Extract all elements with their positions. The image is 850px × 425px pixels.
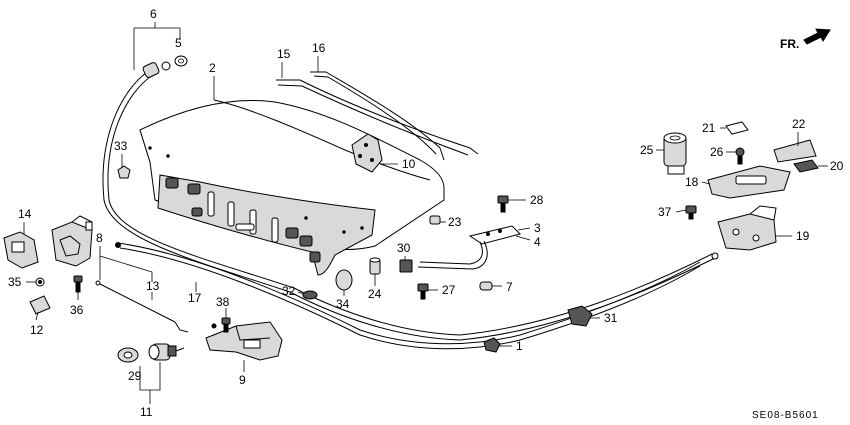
- clip-1: [483, 337, 501, 353]
- callout-11: 11: [140, 405, 153, 419]
- callout-23: 23: [448, 215, 462, 229]
- callout-8: 8: [96, 231, 103, 245]
- trunk-hinge: [399, 225, 521, 300]
- grommet-32: [302, 290, 318, 300]
- opener-cover-22: [773, 139, 817, 163]
- lid-lock-cylinder: [117, 343, 185, 363]
- callout-16: 16: [312, 41, 326, 55]
- trunk-opener-cylinder: [142, 55, 188, 78]
- callout-36: 36: [70, 303, 84, 317]
- callout-labels: 1 2 3 4 5 6 7 8 9 10 11 12 13 14 15 16 1…: [8, 7, 844, 419]
- front-label: FR.: [780, 37, 799, 51]
- callout-4: 4: [534, 235, 541, 249]
- callout-5: 5: [175, 36, 182, 50]
- callout-20: 20: [830, 159, 844, 173]
- callout-38: 38: [216, 295, 230, 309]
- callout-30: 30: [397, 241, 411, 255]
- opener-cover-21: [725, 121, 749, 135]
- callout-17: 17: [188, 291, 202, 305]
- callout-31: 31: [604, 311, 618, 325]
- opener-cylinder-25: [663, 132, 687, 175]
- leader-lines: [23, 22, 828, 404]
- callout-15: 15: [277, 47, 291, 61]
- callout-28: 28: [530, 193, 544, 207]
- trunk-latch-assembly: [3, 215, 189, 333]
- callout-34: 34: [336, 297, 350, 311]
- bolt-28: [497, 195, 509, 213]
- callout-29: 29: [128, 369, 142, 383]
- callout-35: 35: [8, 275, 22, 289]
- callout-19: 19: [796, 229, 810, 243]
- torsion-bars: [276, 71, 479, 161]
- lid-inner-frame: [165, 177, 321, 263]
- bumper-24: [369, 257, 381, 275]
- callout-13: 13: [146, 279, 160, 293]
- plug-34: [335, 269, 353, 291]
- callout-32: 32: [282, 284, 296, 298]
- release-cable-lower: [115, 242, 701, 350]
- callout-12: 12: [30, 323, 44, 337]
- callout-7: 7: [506, 280, 513, 294]
- front-arrow-icon: [803, 28, 831, 45]
- callout-9: 9: [239, 373, 246, 387]
- callout-24: 24: [368, 287, 382, 301]
- callout-3: 3: [534, 221, 541, 235]
- screw-26: [735, 147, 745, 165]
- callout-21: 21: [702, 121, 716, 135]
- callout-2: 2: [209, 61, 216, 75]
- latch-bracket: [205, 317, 283, 361]
- callout-14: 14: [18, 207, 32, 221]
- diagram-code: SE08-B5601: [752, 410, 819, 421]
- callout-25: 25: [640, 143, 654, 157]
- clip-31: [567, 305, 593, 327]
- callout-10: 10: [402, 157, 416, 171]
- clip-33: [117, 165, 131, 179]
- nut-23: [429, 215, 441, 225]
- opener-lever-19: [717, 205, 777, 251]
- callout-18: 18: [685, 175, 699, 189]
- lid-emblem-plate: [351, 133, 383, 173]
- callout-33: 33: [114, 139, 128, 153]
- callout-1: 1: [516, 339, 523, 353]
- callout-6: 6: [150, 7, 157, 21]
- opener-handle-18: [707, 165, 791, 199]
- callout-22: 22: [792, 117, 806, 131]
- callout-26: 26: [710, 145, 724, 159]
- trunk-lid: [139, 99, 445, 276]
- callout-37: 37: [658, 205, 672, 219]
- callout-27: 27: [442, 283, 456, 297]
- bolt-37: [685, 205, 697, 220]
- opener-pad-20: [793, 159, 819, 173]
- front-arrow-indicator: FR.: [780, 28, 831, 51]
